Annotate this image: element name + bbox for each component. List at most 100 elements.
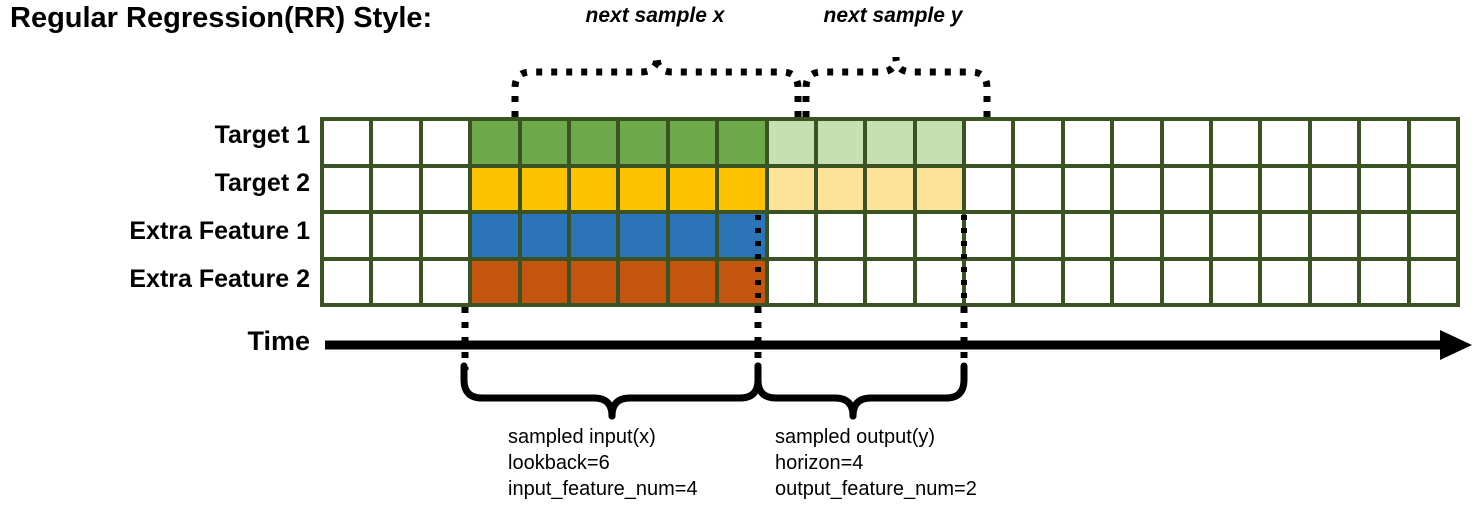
grid-cell (867, 167, 913, 210)
grid-cell (669, 260, 716, 303)
grid-cell (1064, 260, 1111, 303)
grid-cell (1015, 121, 1061, 164)
grid-cell (373, 214, 419, 257)
caption-sampled-input-line-3: input_feature_num=4 (508, 478, 698, 500)
grid-cell (373, 167, 419, 210)
grid-cell (867, 121, 913, 164)
grid-cell (521, 121, 567, 164)
row-label-extra-feature-1: Extra Feature 1 (129, 217, 310, 245)
grid-cell (1114, 214, 1160, 257)
grid-cell (570, 260, 617, 303)
top-brace-next-sample-y (802, 56, 991, 117)
grid-cell (669, 167, 716, 210)
grid-cell (1163, 214, 1210, 257)
grid-cell (1410, 121, 1456, 164)
top-brace-next-sample-x (511, 56, 802, 117)
grid-cell (1163, 260, 1210, 303)
grid-cell (422, 260, 469, 303)
time-axis-label: Time (247, 326, 310, 356)
grid-cell (817, 214, 864, 257)
time-axis (325, 330, 1472, 360)
caption-sampled-input: sampled input(x) lookback=6 input_featur… (508, 424, 698, 502)
grid-cell (768, 214, 814, 257)
grid-cell (1114, 167, 1160, 210)
grid-cell (768, 121, 814, 164)
grid-cell (324, 167, 370, 210)
grid-cell (719, 214, 765, 257)
grid-cell (1262, 260, 1308, 303)
bottom-brace-sampled-input (460, 362, 762, 420)
grid-cell (472, 121, 518, 164)
grid-cell (1163, 167, 1210, 210)
grid-cell (1064, 214, 1111, 257)
grid-cell (719, 121, 765, 164)
grid-cell (916, 214, 963, 257)
caption-sampled-output-line-3: output_feature_num=2 (775, 478, 977, 500)
grid-cell (620, 214, 666, 257)
grid-cell (817, 260, 864, 303)
grid-cell (719, 167, 765, 210)
grid-cell (1213, 167, 1259, 210)
grid-cell (620, 167, 666, 210)
grid-cell (916, 167, 963, 210)
grid-cell (1311, 214, 1358, 257)
grid-cell (669, 214, 716, 257)
grid-cell (719, 260, 765, 303)
grid-cell (1015, 214, 1061, 257)
grid-cell (1311, 260, 1358, 303)
grid-cell (1361, 121, 1407, 164)
grid-cell (1262, 167, 1308, 210)
bracket-label-next-sample-x: next sample x (585, 4, 725, 27)
grid-cell (1213, 260, 1259, 303)
grid-cell (1262, 214, 1308, 257)
grid-cell (916, 121, 963, 164)
grid-cell (1064, 121, 1111, 164)
row-label-extra-feature-2: Extra Feature 2 (129, 265, 310, 293)
grid-cell (373, 260, 419, 303)
row-label-target-1: Target 1 (214, 121, 310, 149)
grid-cell (1114, 121, 1160, 164)
grid-cell (966, 260, 1012, 303)
caption-sampled-output-line-1: sampled output(y) (775, 426, 936, 448)
bracket-label-next-sample-y: next sample y (823, 4, 963, 27)
time-axis-arrowhead (1440, 330, 1472, 360)
grid-cell (1410, 167, 1456, 210)
grid-cell (867, 260, 913, 303)
grid-cell (669, 121, 716, 164)
grid-cell (472, 214, 518, 257)
grid-cell (1311, 167, 1358, 210)
grid-cell (1015, 260, 1061, 303)
grid-cell (1213, 121, 1259, 164)
grid-cell (867, 214, 913, 257)
drop-lines (461, 307, 968, 370)
caption-sampled-output: sampled output(y) horizon=4 output_featu… (775, 424, 977, 502)
grid-cell (422, 121, 469, 164)
row-label-column: Target 1 Target 2 Extra Feature 1 Extra … (0, 117, 310, 307)
grid-cell (521, 260, 567, 303)
grid-cell (1163, 121, 1210, 164)
grid-cell (1410, 214, 1456, 257)
grid-cell (1213, 214, 1259, 257)
grid-cell (1262, 121, 1308, 164)
grid-cell (1064, 167, 1111, 210)
grid-cell (1015, 167, 1061, 210)
grid-cell (1361, 167, 1407, 210)
grid-cell (472, 167, 518, 210)
caption-sampled-output-line-2: horizon=4 (775, 452, 864, 474)
grid-cell (620, 260, 666, 303)
grid-cell (966, 214, 1012, 257)
grid-cell (422, 214, 469, 257)
grid-cell (570, 214, 617, 257)
grid-cell (817, 121, 864, 164)
grid-cell (620, 121, 666, 164)
grid-cell (422, 167, 469, 210)
grid-cell (768, 260, 814, 303)
grid-cell (570, 167, 617, 210)
grid-cell (1114, 260, 1160, 303)
grid-cell (1361, 214, 1407, 257)
grid-cell (373, 121, 419, 164)
grid-cell (324, 260, 370, 303)
grid-cell (570, 121, 617, 164)
timeline-grid (320, 117, 1460, 307)
